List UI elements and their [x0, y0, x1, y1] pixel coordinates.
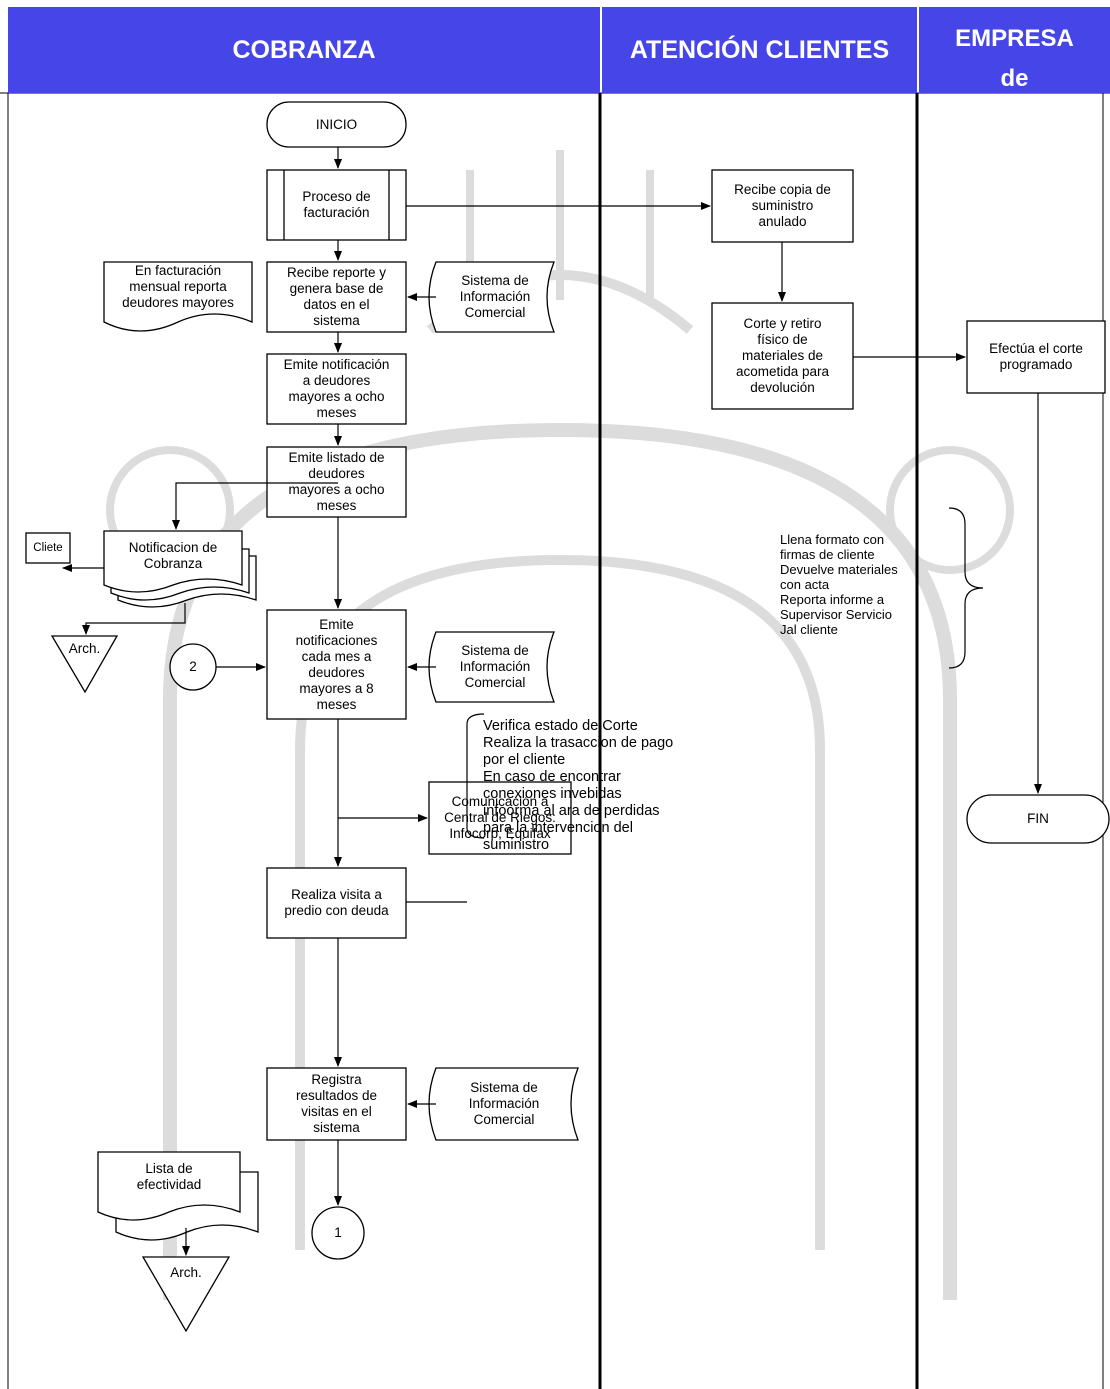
- notificacion-cobranza-label: Notificacion de Cobranza: [128, 540, 218, 571]
- lista-efectividad-label: Lista de efectividad: [136, 1161, 202, 1192]
- recibe-copia-label: Recibe copia de suministro anulado: [734, 182, 831, 229]
- archive-label: Arch.: [170, 1265, 202, 1280]
- cliete-label: Cliete: [33, 542, 63, 554]
- process-shape: [266, 1067, 407, 1141]
- stored-data-shape: [428, 1067, 579, 1141]
- process-shape: [266, 609, 407, 720]
- archive-triangle: [141, 1256, 231, 1333]
- connector-1-label: 1: [334, 1225, 342, 1240]
- proceso-facturacion-label: Proceso de facturación: [302, 189, 371, 220]
- annotation-bracket: [466, 713, 485, 839]
- process-shape: [711, 169, 854, 243]
- corte-retiro-label: Corte y retiro físico de materiales de a…: [735, 316, 830, 395]
- process-shape: [266, 261, 407, 333]
- sistema-informacion-comercial-label: Sistema de Información Comercial: [459, 643, 531, 690]
- sistema-informacion-comercial-label: Sistema de Información Comercial: [459, 273, 531, 320]
- sistema-informacion-comercial-label: Sistema de Información Comercial: [468, 1080, 540, 1127]
- recibe-reporte-label: Recibe reporte y genera base de datos en…: [286, 265, 387, 328]
- llena-formato-note: Llena formato con firmas de cliente Devu…: [780, 532, 898, 637]
- connector-circle: [311, 1206, 365, 1260]
- stored-data-shape: [428, 261, 555, 333]
- flow-lines: [62, 147, 1042, 1256]
- emite-listado-label: Emite listado de deudores mayores a ocho…: [288, 450, 385, 513]
- annotation-bracket: [948, 507, 984, 669]
- lane-frame: [0, 92, 1110, 1389]
- connector-2-label: 2: [189, 659, 197, 674]
- verifica-estado-note: Verifica estado de Corte Realiza la tras…: [483, 718, 674, 853]
- lane-header-atencion-clientes: ATENCIÓN CLIENTES: [602, 7, 917, 93]
- facturacion-mensual-label: En facturación mensual reporta deudores …: [122, 263, 234, 310]
- comunicacion-central-riesgos-label: Comunicación a Central de Riegos: Infoco…: [444, 794, 556, 841]
- stored-data-shape: [428, 631, 555, 703]
- end-terminator: [966, 794, 1110, 844]
- efectua-corte-label: Efectúa el corte programado: [989, 341, 1083, 372]
- start-terminator: [266, 101, 407, 148]
- process-shape: [266, 446, 407, 518]
- process-shape: [711, 302, 854, 410]
- process-shape: [25, 532, 71, 564]
- archive-triangle: [50, 635, 119, 694]
- lane-header-cobranza: COBRANZA: [8, 7, 600, 93]
- document-shape: [103, 261, 253, 332]
- emite-notificacion-label: Emite notificación a deudores mayores a …: [283, 357, 390, 420]
- process-shape: [266, 867, 407, 939]
- emite-notificaciones-label: Emite notificaciones cada mes a deudores…: [295, 616, 378, 712]
- start-label: INICIO: [315, 116, 358, 132]
- registra-resultados-label: Registra resultados de visitas en el sis…: [295, 1072, 378, 1135]
- process-shape: [966, 320, 1106, 394]
- predefined-process-shape: [266, 169, 407, 241]
- process-shape: [428, 781, 572, 855]
- realiza-visita-label: Realiza visita a predio con deuda: [284, 887, 389, 918]
- process-shape: [266, 353, 407, 425]
- archive-label: Arch.: [68, 641, 101, 656]
- lane-header-empresa: EMPRESA de: [919, 7, 1110, 93]
- end-label: FIN: [1027, 811, 1049, 826]
